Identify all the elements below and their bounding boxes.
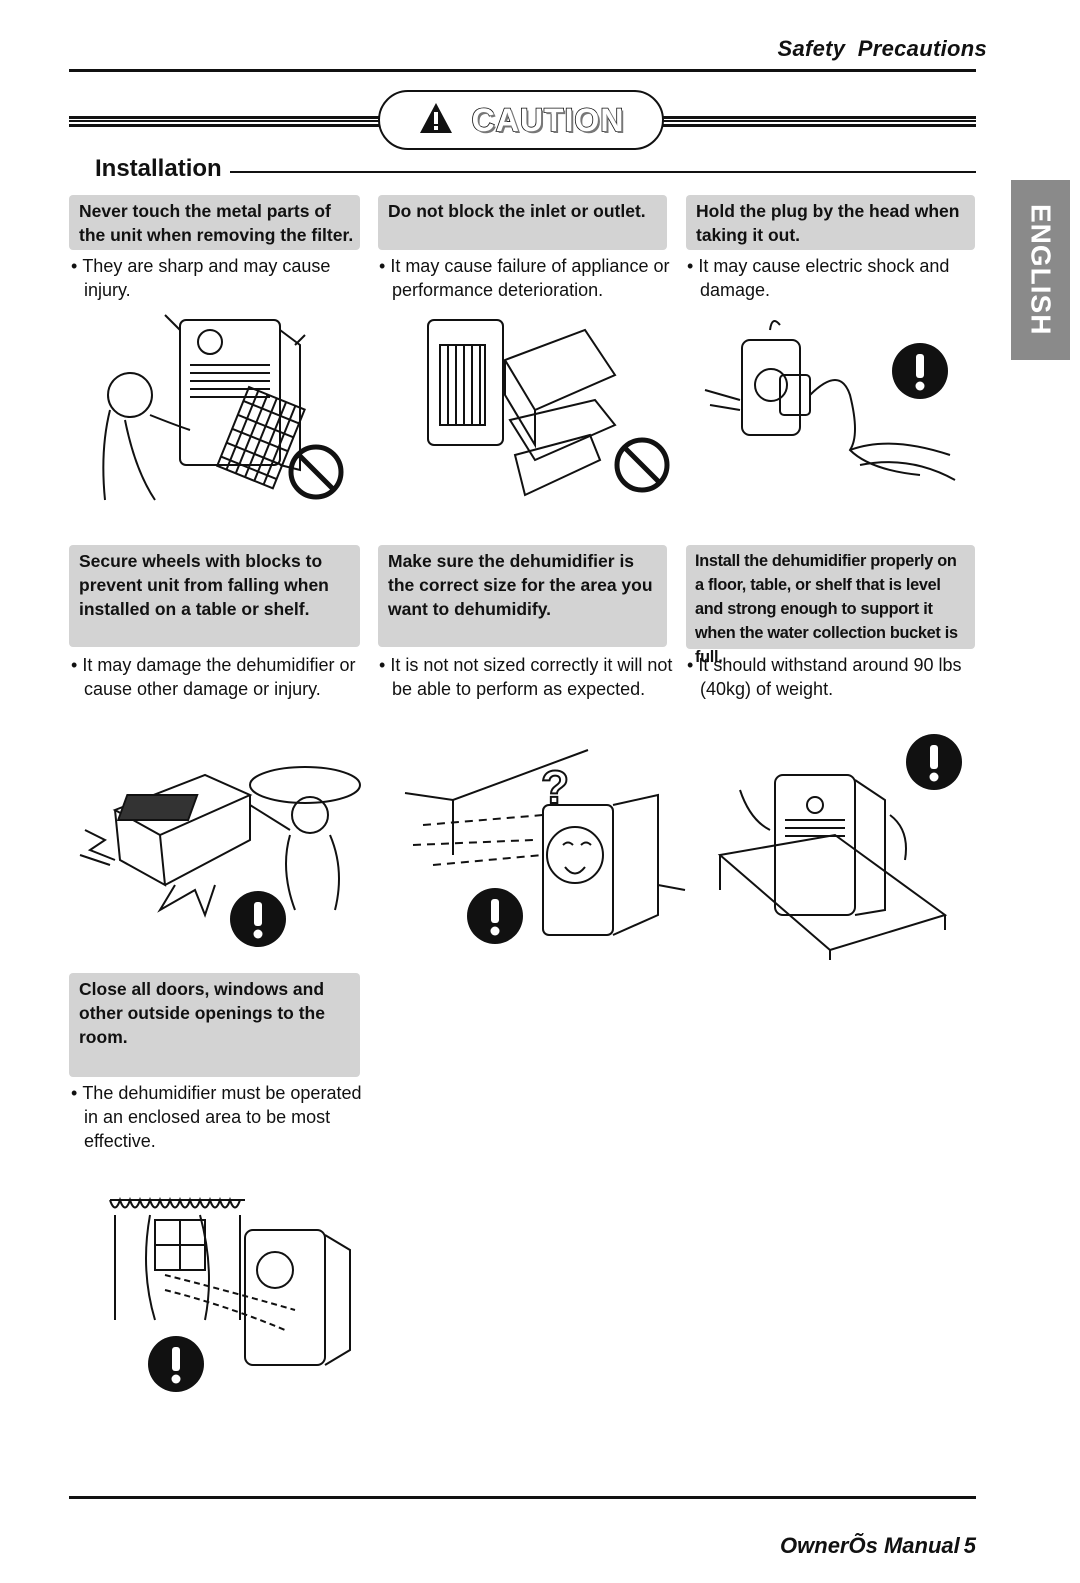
card-4-bullet: It may damage the dehumidifier or cause … (71, 653, 369, 701)
language-tab: ENGLISH (1011, 180, 1070, 360)
page-header-title: Safety Precautions (777, 36, 987, 61)
unplug-illustration (700, 305, 965, 495)
footer-rule (69, 1496, 976, 1499)
caution-badge: CAUTION (378, 90, 664, 150)
filter-removal-illustration (95, 300, 355, 505)
prohibited-icon (287, 443, 345, 506)
mandatory-icon (229, 890, 287, 953)
caution-label: CAUTION (471, 101, 625, 139)
card-4-heading: Secure wheels with blocks to prevent uni… (69, 545, 360, 647)
mandatory-icon (891, 342, 949, 405)
blocked-outlet-illustration (420, 310, 620, 500)
header-rule (69, 69, 976, 72)
page-number: 5 (963, 1533, 976, 1558)
card-2-bullet: It may cause failure of appliance or per… (379, 254, 677, 302)
svg-text:?: ? (541, 761, 569, 813)
closed-window-illustration (105, 1190, 355, 1375)
caution-rule-right (662, 116, 976, 127)
mandatory-icon (147, 1335, 205, 1398)
caution-rule-left (69, 116, 381, 127)
language-tab-label: ENGLISH (1025, 204, 1057, 336)
card-1-heading: Never touch the metal parts of the unit … (69, 195, 360, 250)
card-7-bullet: The dehumidifier must be operated in an … (71, 1081, 369, 1153)
room-size-illustration: ? (403, 745, 688, 945)
mandatory-icon (905, 733, 963, 796)
prohibited-icon (613, 436, 671, 499)
card-6-heading: Install the dehumidifier properly on a f… (686, 545, 975, 666)
section-rule (230, 171, 976, 173)
falling-unit-illustration (65, 760, 365, 920)
card-2-heading: Do not block the inlet or outlet. (378, 195, 667, 250)
warning-triangle-icon (418, 101, 454, 140)
card-5-heading: Make sure the dehumidifier is the correc… (378, 545, 667, 647)
card-7-heading: Close all doors, windows and other outsi… (69, 973, 360, 1077)
card-3-bullet: It may cause electric shock and damage. (687, 254, 985, 302)
section-title: Installation (95, 155, 222, 182)
card-1-bullet: They are sharp and may cause injury. (71, 254, 369, 302)
mandatory-icon (466, 887, 524, 950)
card-5-bullet: It is not not sized correctly it will no… (379, 653, 677, 701)
level-shelf-illustration (715, 760, 950, 965)
footer-text: OwnerÕs Manual (780, 1533, 960, 1558)
card-6-bullet: It should withstand around 90 lbs (40kg)… (687, 653, 985, 701)
card-3-heading: Hold the plug by the head when taking it… (686, 195, 975, 250)
